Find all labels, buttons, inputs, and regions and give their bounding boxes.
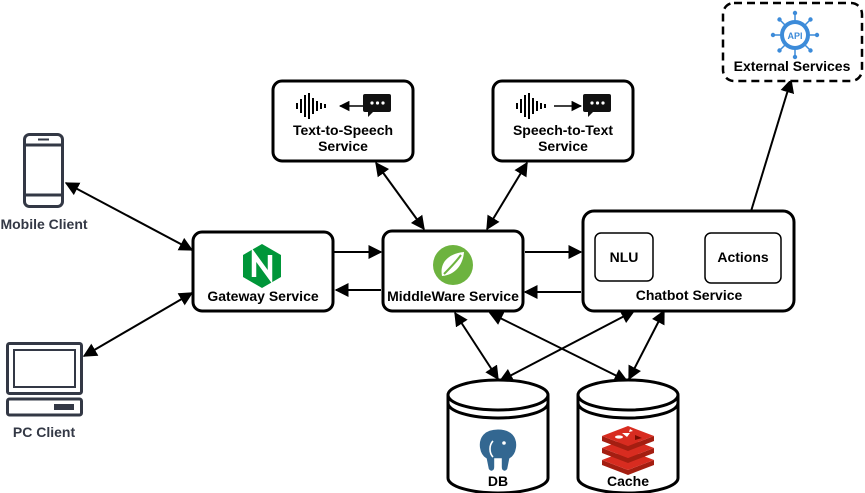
stt-service-label-line2: Service xyxy=(538,138,588,154)
soundwave-to-chat-icon xyxy=(516,93,611,119)
edge-middleware-db xyxy=(454,311,499,381)
edge-mobile-gateway xyxy=(64,182,194,251)
mobile-client-node: Mobile Client xyxy=(0,133,88,232)
middleware-service-label: MiddleWare Service xyxy=(387,288,519,304)
tts-service-label-line1: Text-to-Speech xyxy=(293,122,393,138)
nginx-logo-icon xyxy=(243,244,281,288)
tts-service-node: Text-to-Speech Service xyxy=(271,79,415,163)
cache-label: Cache xyxy=(607,473,649,489)
smartphone-icon xyxy=(23,133,64,208)
pc-client-label: PC Client xyxy=(13,424,76,440)
edge-stt-middleware xyxy=(486,161,528,231)
db-label: DB xyxy=(488,473,508,489)
chatbot-service-label: Chatbot Service xyxy=(636,287,743,303)
external-services-label: External Services xyxy=(734,58,851,74)
nlu-label: NLU xyxy=(610,249,639,265)
soundwave-to-chat-icon xyxy=(296,93,391,119)
edge-chatbot-db xyxy=(498,310,636,382)
actions-box xyxy=(704,232,782,284)
api-gear-icon: API xyxy=(770,10,820,60)
gateway-service-label: Gateway Service xyxy=(207,288,319,304)
middleware-service-node: MiddleWare Service xyxy=(381,229,525,313)
chatbot-service-node: NLU Actions Chatbot Service xyxy=(581,209,796,313)
desktop-computer-icon xyxy=(6,342,83,417)
redis-logo-icon xyxy=(602,426,654,475)
gateway-service-node: Gateway Service xyxy=(191,230,335,313)
edge-chatbot-cache xyxy=(628,309,665,381)
stt-service-label-line1: Speech-to-Text xyxy=(513,122,613,138)
spring-logo-icon xyxy=(433,245,473,285)
tts-service-label-line2: Service xyxy=(318,138,368,154)
postgresql-elephant-icon xyxy=(478,427,518,473)
api-badge-label: API xyxy=(787,31,802,41)
cache-node: Cache xyxy=(576,378,680,493)
edge-tts-middleware xyxy=(375,161,425,231)
actions-label: Actions xyxy=(717,249,769,265)
nlu-box xyxy=(594,232,654,282)
mobile-client-label: Mobile Client xyxy=(0,216,87,232)
stt-service-node: Speech-to-Text Service xyxy=(491,79,635,163)
edge-actions-external xyxy=(741,78,795,233)
pc-client-node: PC Client xyxy=(6,342,83,440)
edge-pc-gateway xyxy=(82,292,194,357)
external-services-node: API External Services xyxy=(721,1,864,83)
edge-middleware-cache xyxy=(488,312,629,382)
edges xyxy=(64,78,795,382)
db-node: DB xyxy=(446,378,550,493)
